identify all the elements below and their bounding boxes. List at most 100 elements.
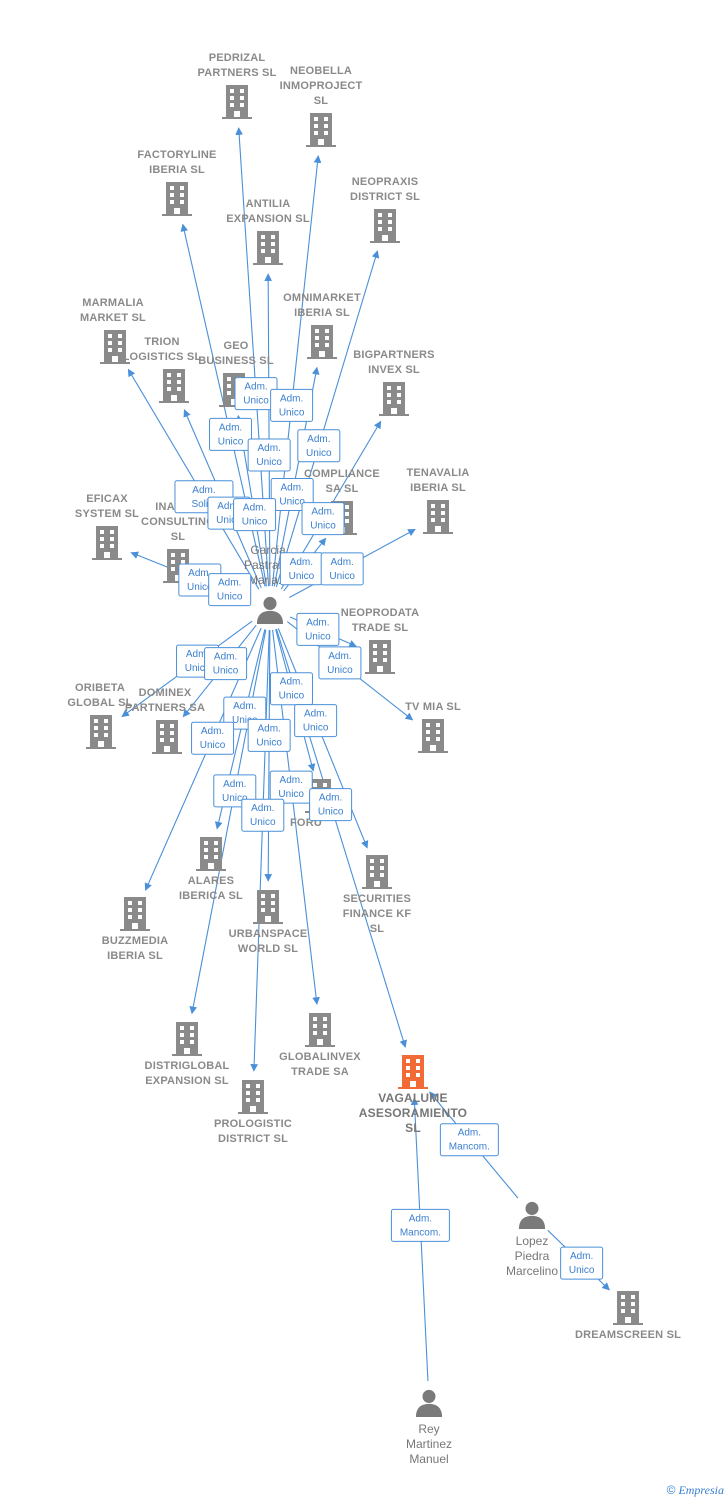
badge-label: Adm. — [244, 382, 267, 393]
badge-box — [320, 552, 364, 586]
badge-garcia-prologistic[interactable]: Adm. Unico — [241, 798, 285, 832]
badge-garcia-antilia[interactable]: Adm.Unico — [247, 438, 291, 472]
badge-box — [560, 1246, 604, 1280]
badge-box — [208, 573, 252, 607]
badge-lopez-vagalume[interactable]: Adm.Mancom. — [439, 1123, 499, 1157]
badge-garcia-dominex[interactable]: Adm.Unico — [204, 647, 248, 681]
badge-garcia-geo[interactable]: Adm.Unico — [233, 498, 277, 532]
edge-garcia-urbanspace — [264, 629, 273, 882]
node-oribeta[interactable]: ORIBETA GLOBAL SL — [67, 682, 132, 749]
building-icon — [307, 325, 337, 359]
badge-garcia-urbanspace[interactable]: Adm.Unico — [247, 718, 291, 752]
badge-label: Unico — [218, 436, 244, 447]
node-label: ALARES — [188, 875, 234, 887]
node-label: Rey — [418, 1422, 439, 1436]
node-label: IBERICA SL — [179, 890, 243, 902]
node-label: COMPLIANCE — [304, 468, 380, 480]
node-label: EXPANSION SL — [145, 1075, 229, 1087]
badge-garcia-neobella[interactable]: Adm.Unico — [270, 388, 314, 422]
badge-label: Adm. — [257, 723, 280, 734]
badge-garcia-factoryline[interactable]: Adm.Unico — [209, 417, 253, 451]
badge-garcia-neoprodata[interactable]: Adm.Unico — [296, 612, 340, 646]
badge-label: Adm. — [280, 393, 303, 404]
badge-label: Unico — [232, 715, 258, 726]
node-label: INVEX SL — [368, 364, 420, 376]
badge-label: Adm. — [290, 557, 313, 568]
badge-box — [209, 417, 253, 451]
badge-label: Adm. — [257, 443, 280, 454]
node-alares[interactable]: ALARES IBERICA SL — [179, 837, 243, 902]
badge-box — [233, 498, 277, 532]
badge-label: Mancom. — [400, 1227, 441, 1238]
badge-garcia-bigpartners[interactable]: Adm.Unico — [301, 502, 345, 536]
node-label: BUZZMEDIA — [102, 935, 169, 947]
badge-garcia-inalbis[interactable]: Adm.Unico — [208, 573, 252, 607]
edge-garcia-neobella — [271, 155, 322, 587]
badge-box — [204, 647, 248, 681]
badge-garcia-tenavalia[interactable]: Adm.Unico — [320, 552, 364, 586]
node-dreamscreen[interactable]: DREAMSCREEN SL — [575, 1291, 681, 1341]
badge-garcia-neopraxis[interactable]: Adm.Unico — [297, 429, 341, 463]
footer-brand[interactable]: ©Empresia — [667, 1483, 724, 1498]
node-label: GLOBAL SL — [67, 697, 132, 709]
badge-lopez-dreamscreen[interactable]: Adm.Unico — [560, 1246, 604, 1280]
badge-label: Adm. — [280, 677, 303, 688]
node-label: ORIBETA — [75, 682, 125, 694]
node-label: Lopez — [516, 1234, 549, 1248]
badge-box — [439, 1123, 499, 1157]
badge-garcia-globalinvex[interactable]: Adm.Unico — [269, 770, 313, 804]
badge-label: Adm. — [409, 1213, 432, 1224]
badge-garcia-foru[interactable]: Adm.Unico — [269, 672, 313, 706]
building-icon — [613, 1291, 643, 1325]
node-label: NEOPRODATA — [341, 607, 420, 619]
badge-label: Unico — [289, 571, 315, 582]
node-distriglobal[interactable]: DISTRIGLOBAL EXPANSION SL — [145, 1022, 230, 1087]
badge-label: Adm. — [243, 503, 266, 514]
badge-label: Unico — [306, 448, 332, 459]
badge-garcia-securities[interactable]: Adm.Unico — [294, 704, 338, 738]
badge-label: Mancom. — [449, 1142, 490, 1153]
node-label: DISTRIGLOBAL — [145, 1060, 230, 1072]
badge-garcia-vagalume[interactable]: Adm.Unico — [309, 788, 353, 822]
badge-garcia-buzzmedia[interactable]: Adm.Unico — [191, 721, 235, 755]
badge-garcia-compliance[interactable]: Adm. Unico — [279, 552, 323, 586]
node-label: EFICAX — [86, 493, 128, 505]
badge-label: Unico — [569, 1265, 595, 1276]
badge-garcia-tvmia[interactable]: Adm.Unico — [318, 646, 362, 680]
badge-label: Unico — [200, 740, 226, 751]
badge-label: Unico — [243, 396, 269, 407]
node-label: MARMALIA — [82, 297, 143, 309]
node-tvmia[interactable]: TV MIA SL — [405, 701, 461, 753]
node-label: SL — [171, 531, 186, 543]
node-label: CONSULTING — [141, 516, 215, 528]
node-label: SECURITIES — [343, 893, 411, 905]
badge-label: Unico — [250, 817, 276, 828]
badge-rey-vagalume[interactable]: Adm. Mancom. — [390, 1208, 450, 1242]
badge-label: Adm. — [251, 803, 274, 814]
node-label: IBERIA SL — [294, 307, 350, 319]
building-icon — [222, 85, 252, 119]
